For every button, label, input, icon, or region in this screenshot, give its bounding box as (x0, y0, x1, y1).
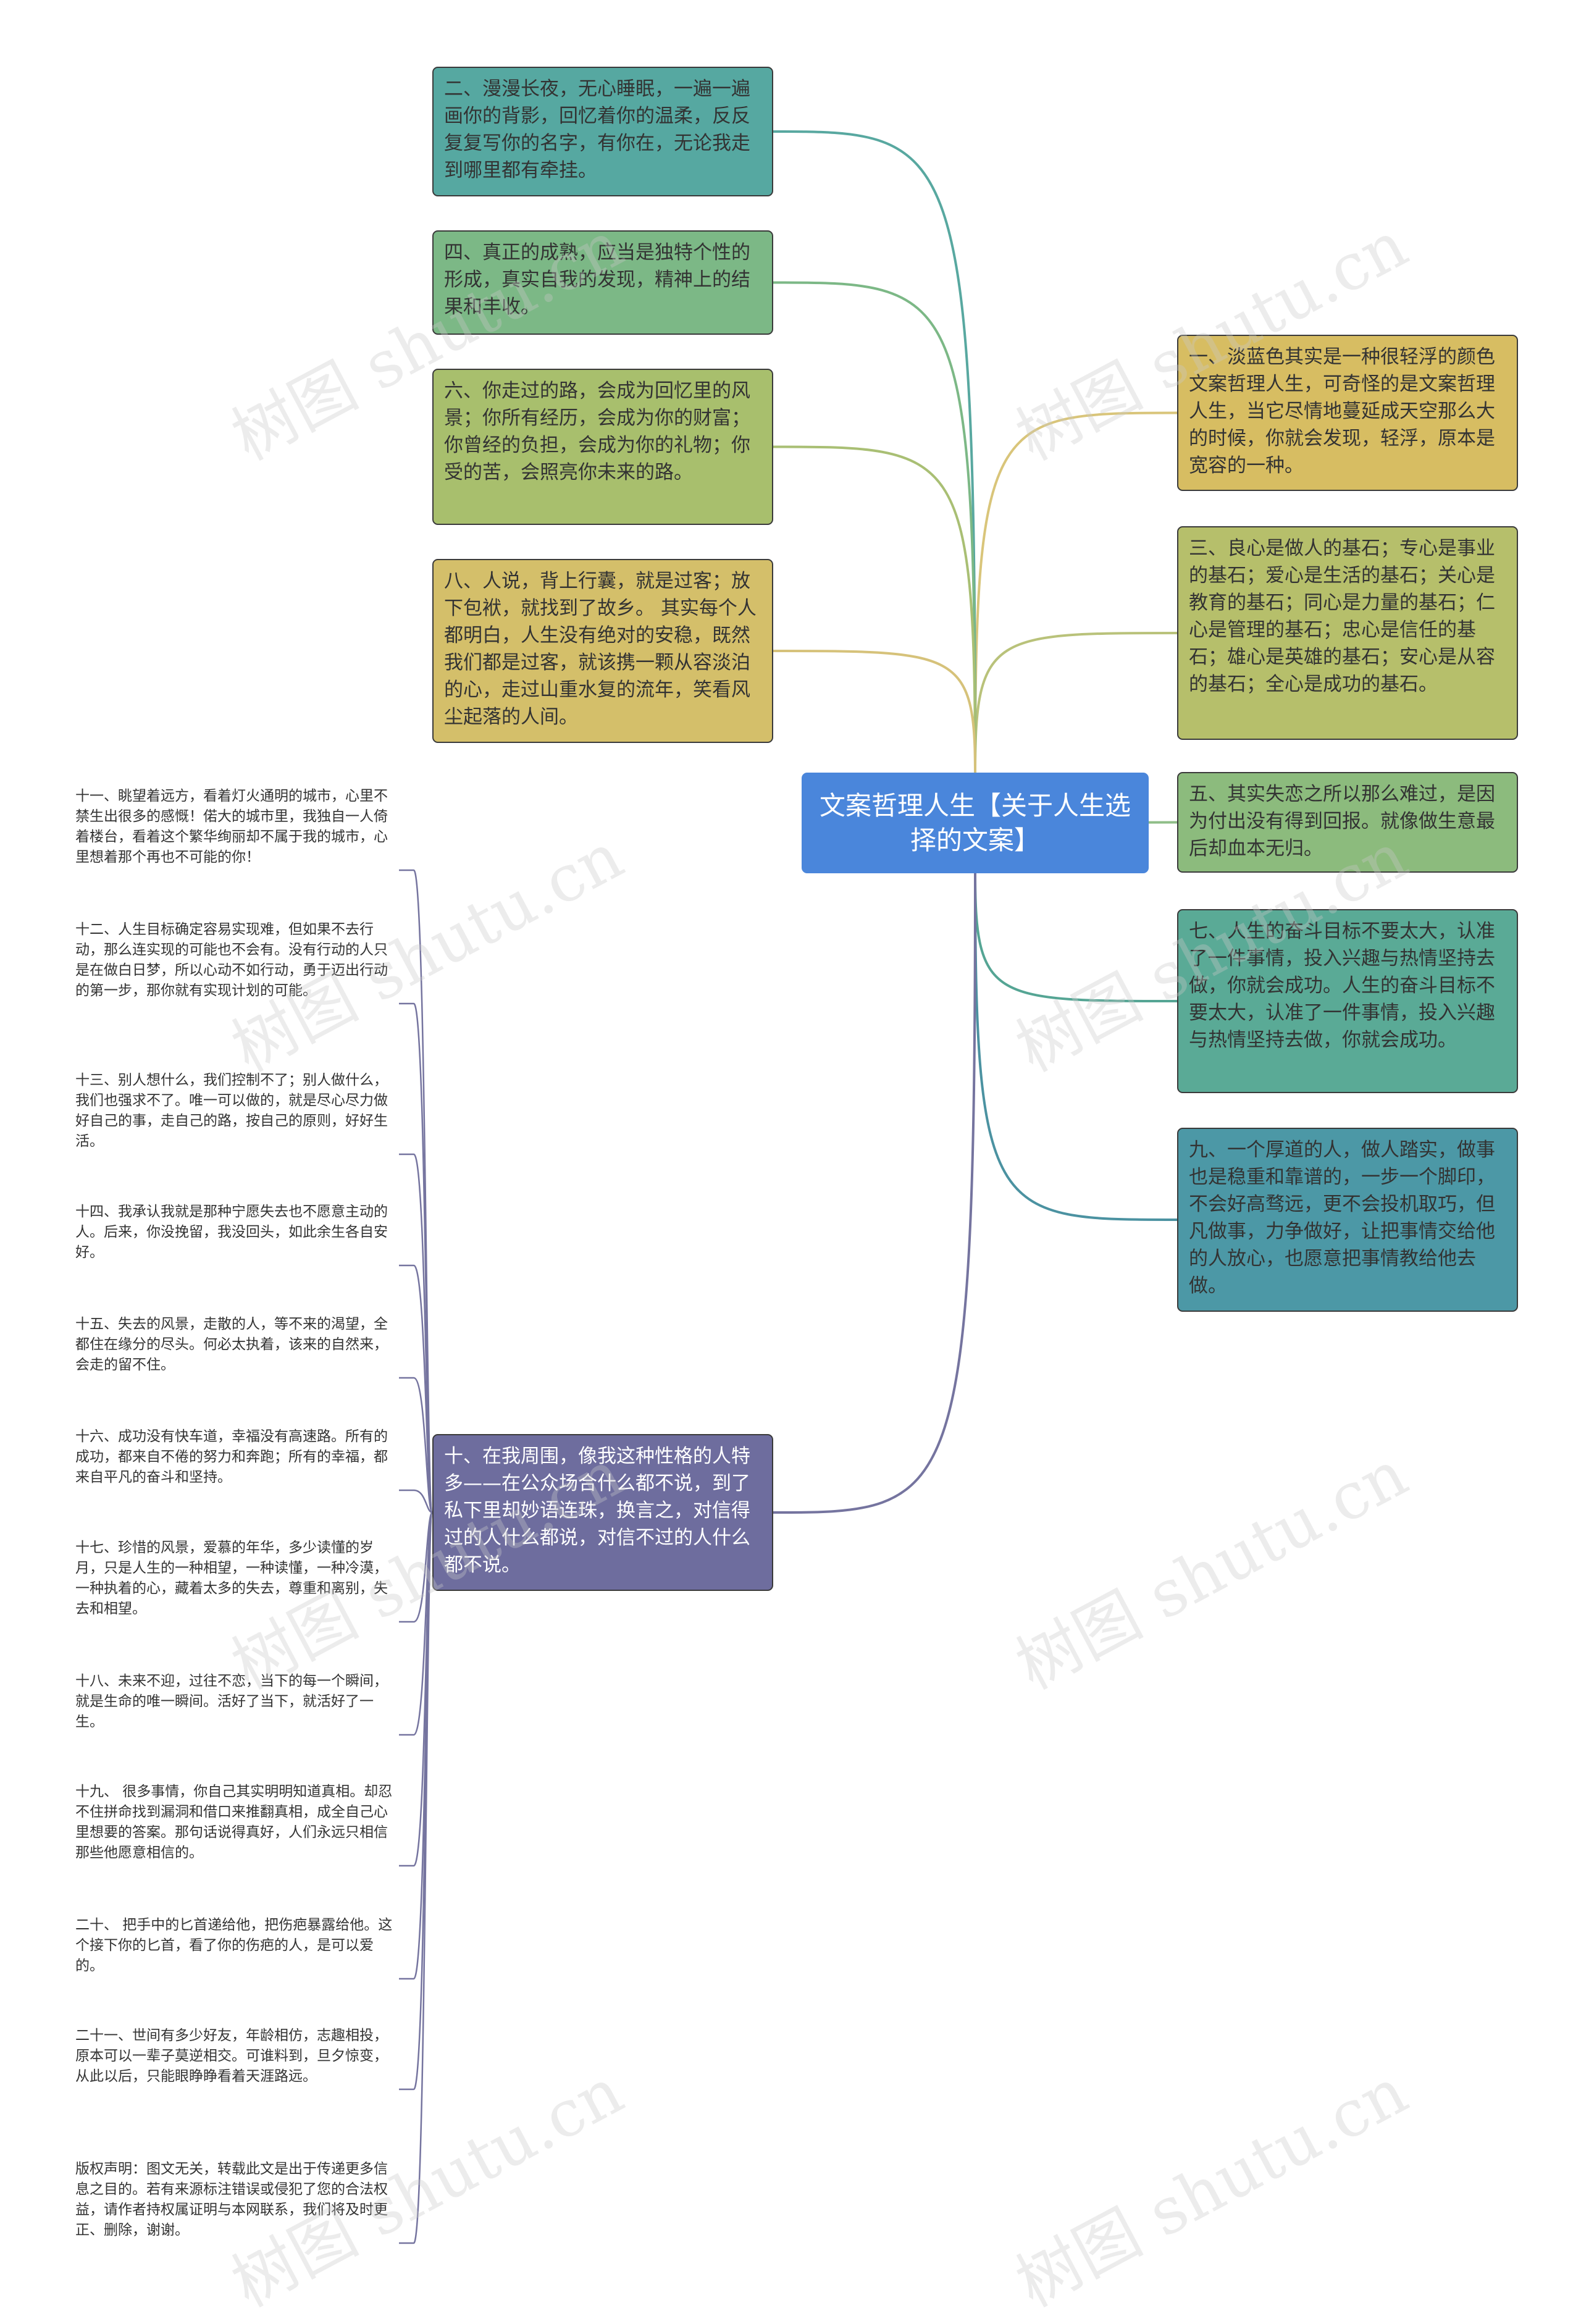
branch-line-left (773, 281, 976, 773)
leaf-item-19[interactable]: 十九、 很多事情，你自己其实明明知道真相。却忍不住拼命找到漏洞和借口来推翻真相，… (73, 1782, 400, 1863)
topic-node-4[interactable]: 四、真正的成熟，应当是独特个性的形成，真实自我的发现，精神上的结果和丰收。 (432, 230, 773, 335)
topic-node-7-text: 七、人生的奋斗目标不要太大，认准了一件事情，投入兴趣与热情坚持去做，你就会成功。… (1189, 920, 1495, 1051)
topic-node-9-text: 九、一个厚道的人，做人踏实，做事也是稳重和靠谱的，一步一个脚印，不会好高骛远，更… (1189, 1139, 1495, 1297)
branch-line-left (773, 445, 976, 773)
topic-node-1-text: 一、淡蓝色其实是一种很轻浮的颜色文案哲理人生，可奇怪的是文案哲理人生，当它尽情地… (1189, 346, 1495, 477)
branch-line-right (974, 632, 1178, 773)
topic-node-3-text: 三、良心是做人的基石；专心是事业的基石；爱心是生活的基石；关心是教育的基石；同心… (1189, 537, 1495, 695)
topic-node-4-text: 四、真正的成熟，应当是独特个性的形成，真实自我的发现，精神上的结果和丰收。 (444, 241, 750, 318)
leaf-item-14[interactable]: 十四、我承认我就是那种宁愿失去也不愿意主动的人。后来，你没挽留，我没回头，如此余… (73, 1202, 400, 1263)
leaf-item-copyright[interactable]: 版权声明：图文无关，转载此文是出于传递更多信息之目的。若有来源标注错误或侵犯了您… (73, 2159, 400, 2241)
root-topic[interactable]: 文案哲理人生【关于人生选择的文案】 (802, 773, 1149, 873)
leaf-item-16[interactable]: 十六、成功没有快车道，幸福没有高速路。所有的成功，都来自不倦的努力和奔跑；所有的… (73, 1427, 400, 1488)
leaf-item-21-text: 二十一、世间有多少好友，年龄相仿，志趣相投，原本可以一辈子莫逆相交。可谁料到，旦… (75, 2028, 388, 2084)
leaf-item-13[interactable]: 十三、别人想什么，我们控制不了；别人做什么，我们也强求不了。唯一可以做的，就是尽… (73, 1070, 400, 1152)
topic-node-8-text: 八、人说，背上行囊，就是过客；放下包袱，就找到了故乡。 其实每个人都明白，人生没… (444, 570, 757, 728)
leaf-item-16-text: 十六、成功没有快车道，幸福没有高速路。所有的成功，都来自不倦的努力和奔跑；所有的… (75, 1428, 388, 1485)
leaf-item-15-text: 十五、失去的风景，走散的人，等不来的渴望，全都住在缘分的尽头。何必太执着，该来的… (75, 1316, 388, 1373)
leaf-item-15[interactable]: 十五、失去的风景，走散的人，等不来的渴望，全都住在缘分的尽头。何必太执着，该来的… (73, 1314, 400, 1375)
leaf-line (399, 1489, 433, 1514)
leaf-line (399, 1377, 434, 1514)
topic-node-7[interactable]: 七、人生的奋斗目标不要太大，认准了一件事情，投入兴趣与热情坚持去做，你就会成功。… (1177, 909, 1518, 1093)
topic-node-2-text: 二、漫漫长夜，无心睡眠，一遍一遍画你的背影，回忆着你的温柔，反反复复写你的名字，… (444, 78, 750, 182)
topic-node-9[interactable]: 九、一个厚道的人，做人踏实，做事也是稳重和靠谱的，一步一个脚印，不会好高骛远，更… (1177, 1128, 1518, 1312)
topic-node-2[interactable]: 二、漫漫长夜，无心睡眠，一遍一遍画你的背影，回忆着你的温柔，反反复复写你的名字，… (432, 67, 773, 196)
leaf-item-21[interactable]: 二十一、世间有多少好友，年龄相仿，志趣相投，原本可以一辈子莫逆相交。可谁料到，旦… (73, 2026, 400, 2087)
leaf-item-12[interactable]: 十二、人生目标确定容易实现难，但如果不去行动，那么连实现的可能也不会有。没有行动… (73, 920, 400, 1001)
topic-node-5-text: 五、其实失恋之所以那么难过，是因为付出没有得到回报。就像做生意最后却血本无归。 (1189, 783, 1495, 860)
branch-line-right (974, 873, 1178, 1221)
leaf-item-11[interactable]: 十一、眺望着远方，看着灯火通明的城市，心里不禁生出很多的感慨！偌大的城市里，我独… (73, 786, 400, 868)
leaf-item-11-text: 十一、眺望着远方，看着灯火通明的城市，心里不禁生出很多的感慨！偌大的城市里，我独… (75, 788, 388, 865)
leaf-item-18-text: 十八、未来不迎，过往不恋，当下的每一个瞬间，就是生命的唯一瞬间。活好了当下，就活… (75, 1673, 388, 1730)
topic-node-6-text: 六、你走过的路，会成为回忆里的风景；你所有经历，会成为你的财富；你曾经的负担，会… (444, 380, 750, 484)
topic-node-1[interactable]: 一、淡蓝色其实是一种很轻浮的颜色文案哲理人生，可奇怪的是文案哲理人生，当它尽情地… (1177, 335, 1518, 491)
topic-node-8[interactable]: 八、人说，背上行囊，就是过客；放下包袱，就找到了故乡。 其实每个人都明白，人生没… (432, 559, 773, 743)
leaf-item-20-text: 二十、 把手中的匕首递给他，把伤疤暴露给他。这个接下你的匕首，看了你的伤疤的人，… (75, 1917, 393, 1974)
branch-line-left (773, 873, 976, 1514)
topic-node-3[interactable]: 三、良心是做人的基石；专心是事业的基石；爱心是生活的基石；关心是教育的基石；同心… (1177, 526, 1518, 740)
leaf-item-17[interactable]: 十七、珍惜的风景，爱慕的年华，多少读懂的岁月，只是人生的一种相望，一种读懂，一种… (73, 1538, 400, 1619)
leaf-item-13-text: 十三、别人想什么，我们控制不了；别人做什么，我们也强求不了。唯一可以做的，就是尽… (75, 1072, 388, 1149)
branch-line-left (773, 650, 976, 773)
leaf-item-19-text: 十九、 很多事情，你自己其实明明知道真相。却忍不住拼命找到漏洞和借口来推翻真相，… (75, 1784, 393, 1861)
topic-node-10-text: 十、在我周围，像我这种性格的人特多——在公众场合什么都不说，到了私下里却妙语连珠… (444, 1445, 750, 1576)
leaf-item-18[interactable]: 十八、未来不迎，过往不恋，当下的每一个瞬间，就是生命的唯一瞬间。活好了当下，就活… (73, 1671, 400, 1732)
leaf-line (399, 1511, 434, 1623)
leaf-item-20[interactable]: 二十、 把手中的匕首递给他，把伤疤暴露给他。这个接下你的匕首，看了你的伤疤的人，… (73, 1915, 400, 1976)
topic-node-5[interactable]: 五、其实失恋之所以那么难过，是因为付出没有得到回报。就像做生意最后却血本无归。 (1177, 772, 1518, 873)
topic-node-10[interactable]: 十、在我周围，像我这种性格的人特多——在公众场合什么都不说，到了私下里却妙语连珠… (432, 1434, 773, 1591)
topic-node-6[interactable]: 六、你走过的路，会成为回忆里的风景；你所有经历，会成为你的财富；你曾经的负担，会… (432, 369, 773, 525)
branch-line-right (974, 873, 1178, 1002)
leaf-item-17-text: 十七、珍惜的风景，爱慕的年华，多少读懂的岁月，只是人生的一种相望，一种读懂，一种… (75, 1540, 388, 1617)
leaf-item-copyright-text: 版权声明：图文无关，转载此文是出于传递更多信息之目的。若有来源标注错误或侵犯了您… (75, 2161, 388, 2238)
leaf-line (399, 1511, 434, 2244)
leaf-item-12-text: 十二、人生目标确定容易实现难，但如果不去行动，那么连实现的可能也不会有。没有行动… (75, 921, 388, 999)
branch-line-left (773, 130, 976, 773)
leaf-item-14-text: 十四、我承认我就是那种宁愿失去也不愿意主动的人。后来，你没挽留，我没回头，如此余… (75, 1204, 388, 1261)
branch-line-right (974, 411, 1178, 773)
root-topic-label: 文案哲理人生【关于人生选择的文案】 (819, 790, 1131, 855)
